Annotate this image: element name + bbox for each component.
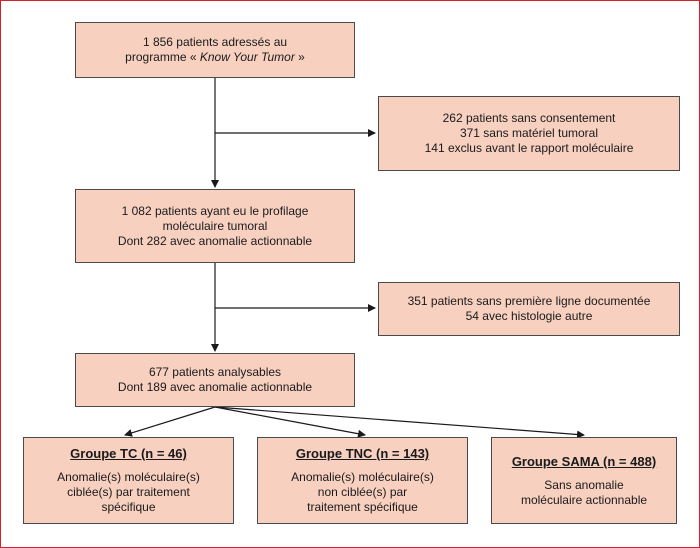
profiled-line: moléculaire tumoral <box>162 218 268 233</box>
box-excluded-before-report: 262 patients sans consentement 371 sans … <box>378 96 680 171</box>
excluded1-line: 371 sans matériel tumoral <box>459 126 599 140</box>
group-tnc-line: Anomalie(s) moléculaire(s) <box>291 470 434 484</box>
box-group-sama: Groupe SAMA (n = 488) Sans anomalie molé… <box>491 437 677 524</box>
group-tnc-line: traitement spécifique <box>307 500 418 514</box>
box-analysable-patients: 677 patients analysables Dont 189 avec a… <box>75 353 355 407</box>
group-tc-line: spécifique <box>101 500 156 514</box>
arrow-to-group-sama <box>214 406 585 439</box>
box-excluded-no-first-line: 351 patients sans première ligne documen… <box>378 282 680 336</box>
box-group-tc: Groupe TC (n = 46) Anomalie(s) moléculai… <box>23 437 234 524</box>
program-name: Know Your Tumor <box>199 50 295 64</box>
analysable-line: Dont 189 avec anomalie actionnable <box>117 380 313 394</box>
group-sama-line: moléculaire actionnable <box>520 492 648 507</box>
referred-line-1: 1 856 patients adressés au <box>142 35 288 49</box>
profiled-line: Dont 282 avec anomalie actionnable <box>117 233 313 248</box>
referred-line-2-suffix: » <box>294 50 305 64</box>
group-tnc-title: Groupe TNC (n = 143) <box>295 446 430 461</box>
group-tnc-line: non ciblée(s) par <box>317 485 408 499</box>
box-group-tnc: Groupe TNC (n = 143) Anomalie(s) molécul… <box>257 437 468 524</box>
profiled-line: 1 082 patients ayant eu le profilage <box>121 203 309 218</box>
analysable-line: 677 patients analysables <box>148 365 282 379</box>
excluded1-line: 262 patients sans consentement <box>442 111 616 125</box>
excluded2-line: 351 patients sans première ligne documen… <box>407 294 651 308</box>
group-tc-title: Groupe TC (n = 46) <box>70 446 187 461</box>
group-tc-line: Anomalie(s) moléculaire(s) <box>57 470 200 484</box>
box-profiled-patients: 1 082 patients ayant eu le profilage mol… <box>75 189 355 263</box>
box-referred-patients: 1 856 patients adressés au programme « K… <box>75 22 355 78</box>
referred-line-2: programme « Know Your Tumor » <box>125 50 305 65</box>
group-sama-line: Sans anomalie <box>544 477 624 492</box>
excluded1-line: 141 exclus avant le rapport moléculaire <box>424 141 634 155</box>
group-tc-line: ciblée(s) par traitement <box>67 485 190 499</box>
arrow-to-group-tnc <box>214 406 366 438</box>
arrow-to-group-tc <box>124 406 216 437</box>
referred-line-2-prefix: programme « <box>125 50 200 64</box>
excluded2-line: 54 avec histologie autre <box>465 309 593 323</box>
group-sama-title: Groupe SAMA (n = 488) <box>511 453 657 469</box>
